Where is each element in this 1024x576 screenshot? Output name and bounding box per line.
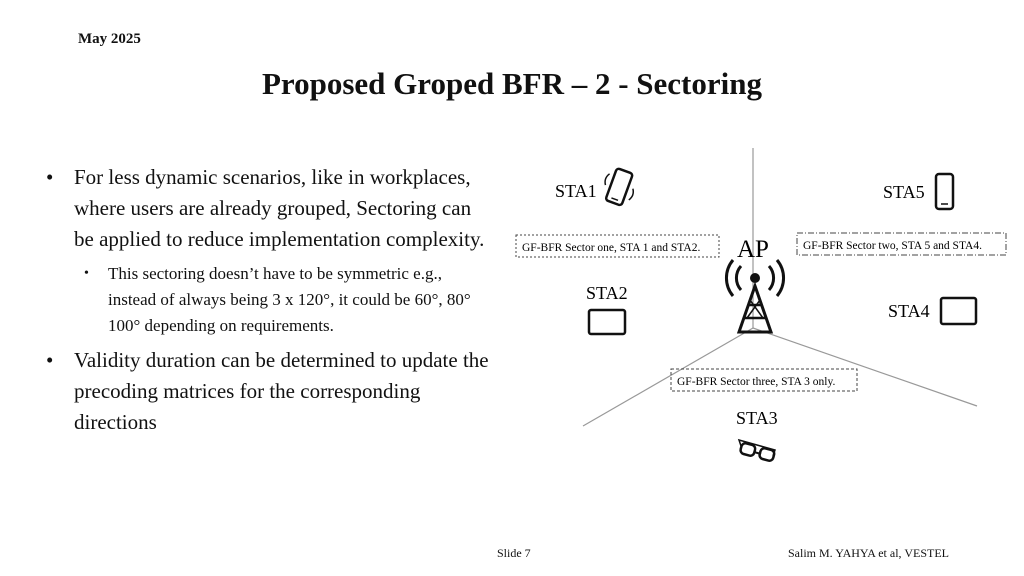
bullet-item: • Validity duration can be determined to… — [44, 345, 494, 438]
sectoring-svg: STA1 GF-BFR Sector one, STA 1 and STA2. … — [515, 148, 1007, 462]
sector-three-box — [670, 368, 858, 392]
sta4-label: STA4 — [888, 301, 930, 321]
bullet-item: • For less dynamic scenarios, like in wo… — [44, 162, 494, 255]
sectoring-diagram: STA1 GF-BFR Sector one, STA 1 and STA2. … — [505, 140, 1015, 485]
tablet-icon — [587, 308, 627, 336]
bullet-text: Validity duration can be determined to u… — [74, 348, 489, 434]
sector-line-left — [582, 327, 754, 427]
bullet-text: For less dynamic scenarios, like in work… — [74, 165, 485, 251]
bullet-list: • For less dynamic scenarios, like in wo… — [44, 162, 494, 444]
phone-icon — [934, 172, 955, 211]
tablet-icon — [939, 296, 978, 326]
sub-bullet-text: This sectoring doesn’t have to be symmet… — [108, 264, 471, 335]
sta5-label: STA5 — [883, 182, 925, 202]
footer-author: Salim M. YAHYA et al, VESTEL — [788, 546, 949, 560]
sector-line-right — [752, 327, 978, 407]
phone-tilted-icon — [604, 167, 635, 207]
sta2-label: STA2 — [586, 283, 628, 303]
vr-glasses-icon — [737, 438, 776, 462]
sector-one-box — [515, 234, 720, 258]
sta1-label: STA1 — [555, 181, 597, 201]
bullet-dot-icon: • — [84, 266, 89, 281]
bullet-dot-icon: • — [46, 165, 54, 189]
antenna-tower-icon — [725, 259, 785, 334]
sector-two-box — [796, 232, 1007, 256]
sector-two-label: GF-BFR Sector two, STA 5 and STA4. — [803, 240, 982, 252]
sta3-label: STA3 — [736, 408, 778, 428]
sector-one-label: GF-BFR Sector one, STA 1 and STA2. — [522, 242, 700, 254]
header-date: May 2025 — [78, 31, 141, 47]
slide-number: Slide 7 — [497, 546, 531, 560]
sector-three-label: GF-BFR Sector three, STA 3 only. — [677, 376, 835, 388]
ap-label: AP — [737, 236, 769, 263]
slide-title: Proposed Groped BFR – 2 - Sectoring — [261, 66, 762, 101]
bullet-dot-icon: • — [46, 348, 54, 372]
sub-bullet-item: • This sectoring doesn’t have to be symm… — [44, 261, 494, 339]
